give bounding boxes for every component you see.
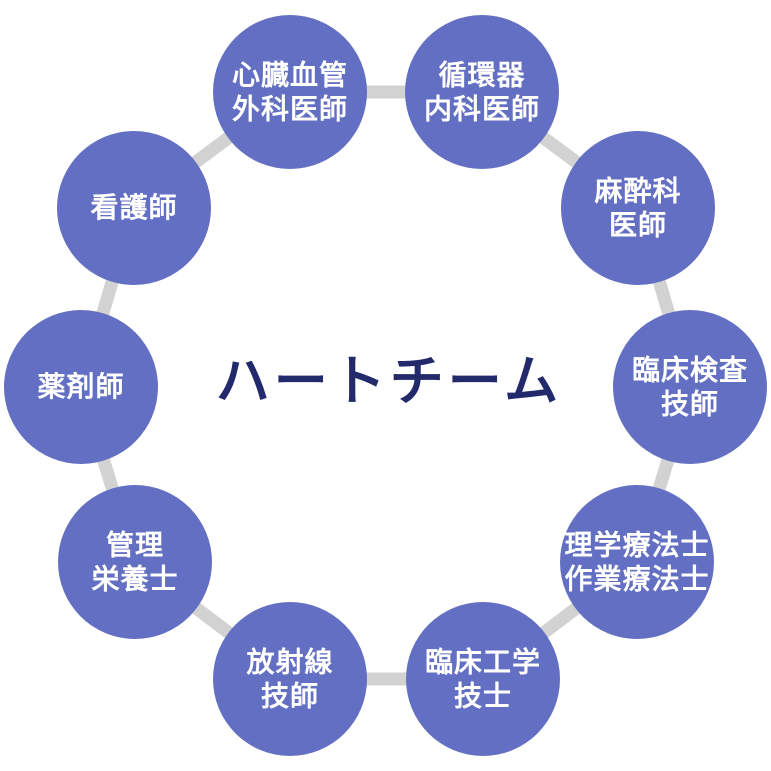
role-circle-dietitian (58, 485, 212, 639)
role-circle-anesthesiologist (561, 131, 715, 285)
role-label-pharmacist: 薬剤師 (37, 371, 125, 403)
diagram-title: ハートチーム (215, 351, 563, 412)
role-circle-radiology-technician (213, 602, 367, 756)
role-circle-nurse (57, 131, 211, 285)
role-label-cardiac-surgeon: 心臓血管 外科医師 (231, 59, 348, 124)
role-circle-cardiac-surgeon (213, 15, 367, 169)
role-label-clinical-engineer: 臨床工学 技士 (424, 646, 541, 711)
role-label-nurse: 看護師 (90, 192, 178, 224)
role-label-cardiologist: 循環器 内科医師 (423, 59, 540, 124)
role-circle-pharmacist (4, 310, 158, 464)
role-label-anesthesiologist: 麻酔科 医師 (594, 175, 682, 240)
role-circle-therapists (560, 485, 714, 639)
role-label-therapists: 理学療法士 作業療法士 (564, 529, 710, 594)
role-label-radiology-technician: 放射線 技師 (246, 646, 334, 711)
role-circle-lab-technician (613, 310, 767, 464)
role-circle-cardiologist (405, 15, 559, 169)
role-circle-clinical-engineer (406, 602, 560, 756)
role-label-lab-technician: 臨床検査 技師 (631, 354, 748, 419)
role-label-dietitian: 管理 栄養士 (91, 529, 179, 594)
